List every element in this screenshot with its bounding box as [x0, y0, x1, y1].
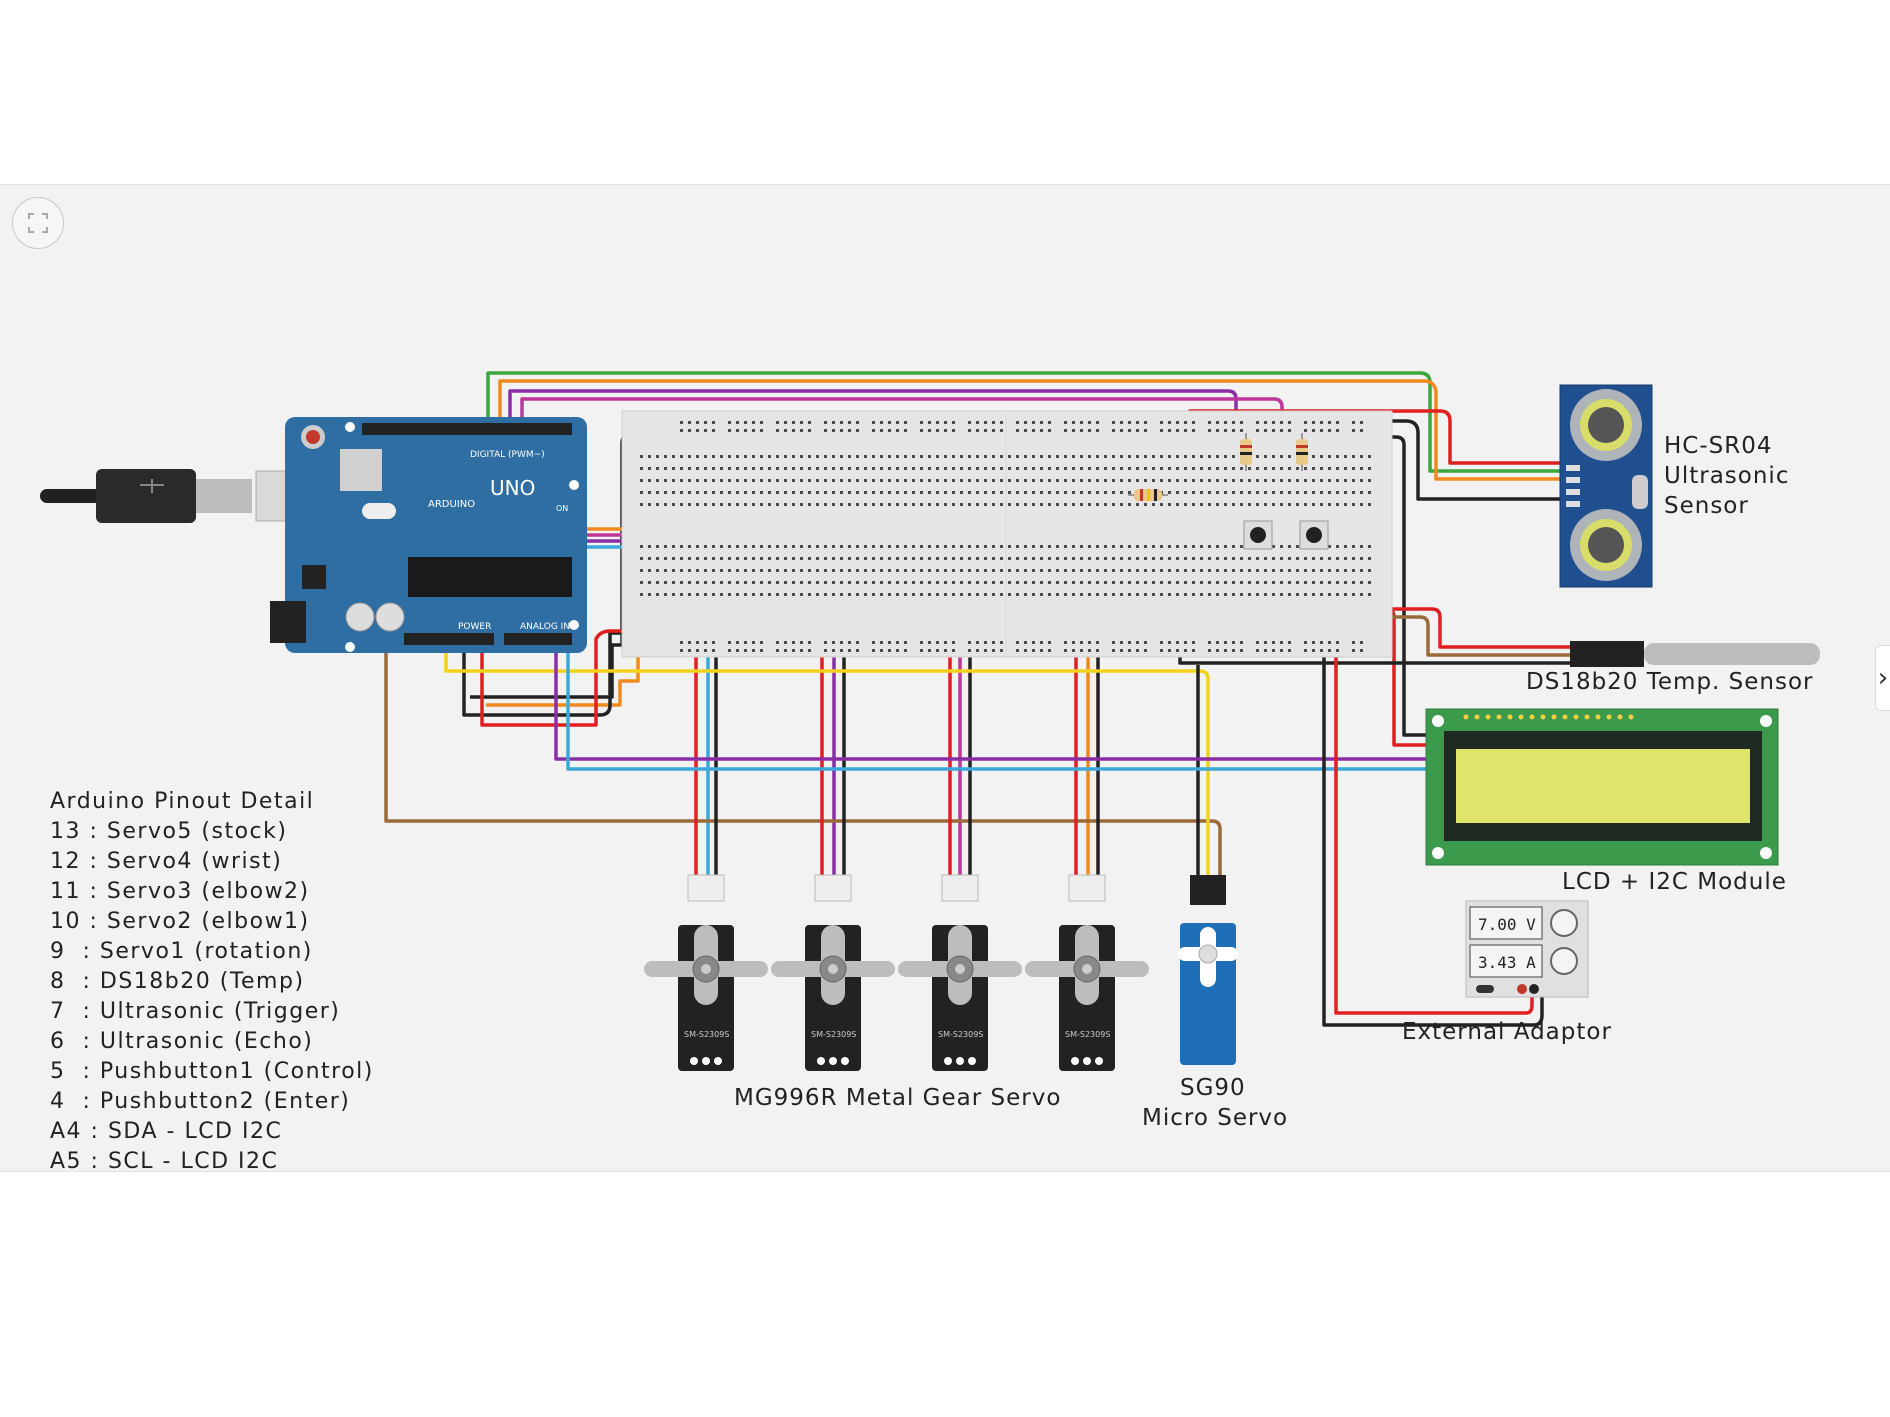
wire-orange-echo: [498, 379, 1575, 481]
chevron-right-icon: ›: [1877, 663, 1889, 693]
mg996r-servo-3[interactable]: SM-S2309S: [898, 874, 1022, 1071]
adaptor-voltage-readout: 7.00 V: [1478, 915, 1536, 934]
wire-black-gnd-loop: [462, 631, 676, 717]
arduino-analog-label: ANALOG IN: [520, 622, 570, 632]
pinout-row: A5 : SCL - LCD I2C: [50, 1149, 279, 1174]
pinout-row: 6 : Ultrasonic (Echo): [50, 1029, 314, 1054]
resistor-2[interactable]: [1240, 433, 1252, 471]
label-ds18b20: DS18b20 Temp. Sensor: [1526, 669, 1814, 695]
servo-model-label: SM-S2309S: [684, 1030, 729, 1039]
wire-red-adaptor: [1334, 645, 1534, 1015]
fullscreen-icon: [28, 213, 48, 233]
servo-model-label: SM-S2309S: [811, 1030, 856, 1039]
label-lcd: LCD + I2C Module: [1562, 869, 1787, 895]
pushbutton-2[interactable]: [1299, 520, 1329, 550]
pinout-rows: 13 : Servo5 (stock) 12 : Servo4 (wrist) 11…: [50, 817, 374, 1177]
current-knob: [1550, 947, 1578, 975]
arduino-pinout-legend: Arduino Pinout Detail 13 : Servo5 (stock…: [50, 787, 374, 1177]
resistor-3[interactable]: [1296, 433, 1308, 471]
label-adaptor: External Adaptor: [1402, 1019, 1612, 1045]
ds18b20-probe[interactable]: [1570, 641, 1820, 667]
label-hcsr04-line2: Ultrasonic: [1664, 463, 1790, 489]
mg996r-servo-4[interactable]: SM-S2309S: [1025, 874, 1149, 1071]
pinout-row: 9 : Servo1 (rotation): [50, 939, 313, 964]
pinout-row: 8 : DS18b20 (Temp): [50, 969, 305, 994]
voltage-knob: [1550, 909, 1578, 937]
label-sg90-line2: Micro Servo: [1142, 1105, 1289, 1131]
arduino-model: UNO: [490, 476, 535, 500]
lcd-i2c-module[interactable]: [1425, 708, 1779, 866]
breadboard[interactable]: [621, 410, 1393, 658]
pinout-row: 7 : Ultrasonic (Trigger): [50, 999, 341, 1024]
wire-red-ds-vcc: [1300, 607, 1575, 649]
arduino-uno-board[interactable]: ARDUINO UNO DIGITAL (PWM~) POWER ANALOG …: [270, 417, 587, 653]
resistor-1[interactable]: [1128, 489, 1168, 501]
arduino-brand: ARDUINO: [428, 499, 475, 510]
pinout-row: A4 : SDA - LCD I2C: [50, 1119, 283, 1144]
servo-model-label: SM-S2309S: [1065, 1030, 1110, 1039]
usb-cable: [40, 469, 329, 523]
external-adaptor[interactable]: 7.00 V 3.43 A: [1465, 900, 1589, 998]
pinout-row: 13 : Servo5 (stock): [50, 819, 288, 844]
label-sg90-line1: SG90: [1180, 1075, 1246, 1101]
wire-black-lcd-gnd: [1336, 435, 1430, 737]
label-hcsr04-line3: Sensor: [1664, 493, 1749, 519]
circuit-diagram: ARDUINO UNO DIGITAL (PWM~) POWER ANALOG …: [40, 371, 1820, 1071]
label-mg996r: MG996R Metal Gear Servo: [734, 1085, 1062, 1111]
wire-cyan-scl: [566, 639, 1430, 771]
wire-magenta-btn2: [520, 397, 1300, 565]
arduino-on-label: ON: [556, 504, 568, 513]
side-panel-toggle[interactable]: ›: [1875, 645, 1890, 711]
arduino-power-label: POWER: [458, 622, 491, 632]
adaptor-current-readout: 3.43 A: [1478, 953, 1536, 972]
circuit-canvas[interactable]: ARDUINO UNO DIGITAL (PWM~) POWER ANALOG …: [0, 184, 1890, 1174]
wire-red-5v-loop: [480, 629, 676, 727]
label-hcsr04-line1: HC-SR04: [1664, 433, 1773, 459]
mg996r-servo-2[interactable]: SM-S2309S: [771, 874, 895, 1071]
pushbutton-1[interactable]: [1243, 520, 1273, 550]
pinout-row: 11 : Servo3 (elbow2): [50, 879, 310, 904]
fullscreen-button[interactable]: [12, 197, 64, 249]
wire-purple-sda: [554, 639, 1430, 761]
pinout-row: 4 : Pushbutton2 (Enter): [50, 1089, 351, 1114]
pinout-row: 10 : Servo2 (elbow1): [50, 909, 310, 934]
hcsr04-sensor[interactable]: [1559, 384, 1653, 588]
pinout-row: 5 : Pushbutton1 (Control): [50, 1059, 374, 1084]
wire-red-ultra-vcc: [1188, 409, 1575, 465]
mg996r-servo-1[interactable]: SM-S2309S: [644, 874, 768, 1071]
wire-yellow-sg90: [444, 639, 1210, 875]
sg90-micro-servo[interactable]: [1178, 875, 1238, 1065]
arduino-digital-label: DIGITAL (PWM~): [470, 450, 545, 460]
servo-model-label: SM-S2309S: [938, 1030, 983, 1039]
pinout-row: 12 : Servo4 (wrist): [50, 849, 283, 874]
wire-brown-ds-data: [1120, 477, 1575, 657]
wire-black-ultra-gnd: [1216, 419, 1575, 501]
wire-black-adaptor: [1322, 635, 1544, 1027]
pinout-title: Arduino Pinout Detail: [50, 789, 315, 814]
